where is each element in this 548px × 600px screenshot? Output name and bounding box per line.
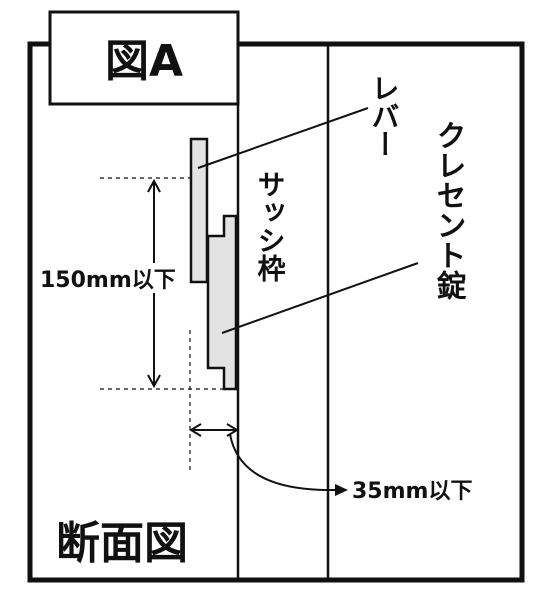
depth-callout-curve (229, 433, 338, 491)
height-label-background (38, 263, 188, 293)
crescent-lock-leader-line (221, 262, 419, 334)
title-box (48, 10, 240, 106)
lever-leader-line (197, 107, 369, 169)
height-limit-label: 150mm以下 (40, 268, 176, 293)
lever-label: レバー (368, 74, 401, 158)
depth-arrow-left (189, 423, 202, 437)
height-arrow-top (147, 178, 161, 193)
lever (189, 137, 209, 284)
height-arrow-bottom (147, 374, 161, 389)
crescent-lock-label: クレセント錠 (431, 120, 467, 301)
sash-frame-label: サッシ枠 (254, 170, 287, 282)
depth-callout-arrowhead (335, 484, 348, 496)
diagram-title: 図A (105, 36, 183, 87)
depth-limit-label: 35mm以下 (352, 479, 472, 504)
crescent-lock-body (206, 214, 238, 391)
section-view-label: 断面図 (56, 518, 188, 569)
outer-frame (27, 41, 525, 583)
